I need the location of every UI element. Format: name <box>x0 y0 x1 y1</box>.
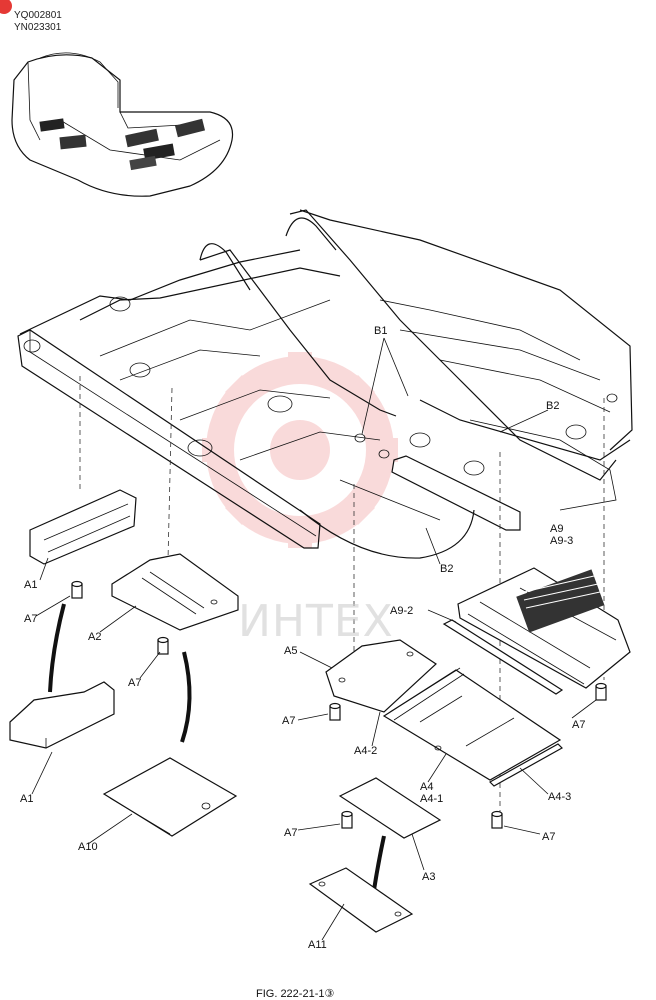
figure-caption: FIG. 222-21-1③ <box>256 988 334 1000</box>
strip-a4-3 <box>489 743 563 787</box>
callout-b2-bottom: B2 <box>440 563 453 575</box>
plate-a2 <box>111 553 239 631</box>
callout-a7-4: A7 <box>572 719 585 731</box>
callout-a9-3: A9-3 <box>550 535 573 547</box>
callout-a4-3: A4-3 <box>548 791 571 803</box>
callout-a7-6: A7 <box>542 831 555 843</box>
plate-a1-bottom <box>9 681 115 749</box>
callout-a7-5: A7 <box>284 827 297 839</box>
plate-a11 <box>308 867 414 933</box>
machine-locator-thumbnail <box>11 52 234 197</box>
bolt-icon <box>491 810 503 829</box>
watermark-text: ИНТЕХ <box>238 596 394 647</box>
callout-a9-2: A9-2 <box>390 605 413 617</box>
strip-a9-2 <box>442 619 564 695</box>
callout-leaders <box>31 337 597 941</box>
plate-a1-top <box>29 489 137 565</box>
bolt-icon <box>71 580 83 599</box>
plate-a4 <box>382 667 562 781</box>
bolt-icon <box>595 682 607 701</box>
callout-a5: A5 <box>284 645 297 657</box>
callout-a11: A11 <box>308 939 327 951</box>
plate-a3 <box>338 777 442 839</box>
header-code-2: YN023301 <box>14 22 62 33</box>
callout-a7-1: A7 <box>24 613 37 625</box>
bolt-icon <box>157 636 169 655</box>
plate-a9 <box>457 567 631 689</box>
callout-a7-3: A7 <box>282 715 295 727</box>
callout-b2-top: B2 <box>546 400 559 412</box>
bolt-icon <box>341 810 353 829</box>
assembly-arrow-a10 <box>180 651 192 743</box>
corner-marker <box>0 0 12 14</box>
assembly-arrow-a11 <box>372 835 386 891</box>
watermark-logo-icon <box>202 352 398 548</box>
main-frame <box>17 209 633 559</box>
callout-a4: A4 <box>420 781 433 793</box>
callout-a1-bottom: A1 <box>20 793 33 805</box>
callout-a2: A2 <box>88 631 101 643</box>
header-code-1: YQ002801 <box>14 10 62 21</box>
callout-a1-top: A1 <box>24 579 37 591</box>
callout-a9: A9 <box>550 523 563 535</box>
plate-a5 <box>325 639 437 713</box>
callout-a4-1: A4-1 <box>420 793 443 805</box>
callout-a10: A10 <box>78 841 98 853</box>
callout-b1: B1 <box>374 325 387 337</box>
callout-a3: A3 <box>422 871 435 883</box>
bolt-icon <box>329 702 341 721</box>
plate-a10 <box>102 757 238 837</box>
assembly-arrow-a1 <box>48 603 66 693</box>
callout-a4-2: A4-2 <box>354 745 377 757</box>
callout-a7-2: A7 <box>128 677 141 689</box>
